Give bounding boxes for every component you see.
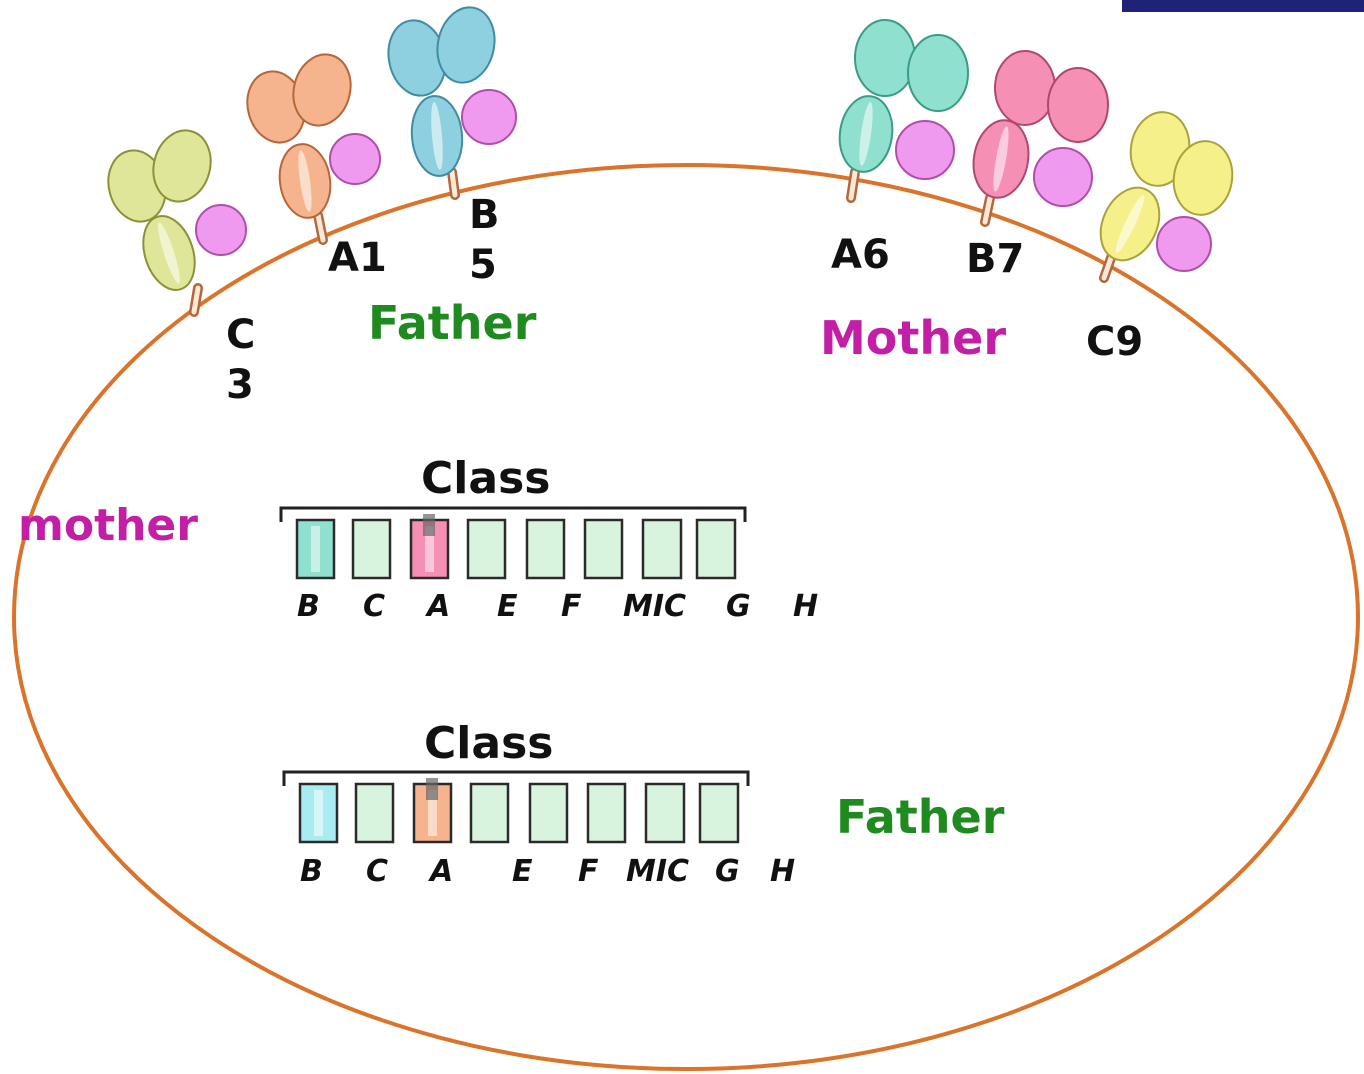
transmembrane-stalk-inner	[449, 169, 458, 198]
gene-label: F	[561, 589, 582, 624]
transmembrane-stalk-inner	[848, 169, 858, 201]
alpha2-domain	[436, 6, 496, 84]
gene-box	[525, 518, 566, 580]
transmembrane-stalk-inner	[191, 285, 201, 315]
gene-boxes	[298, 778, 740, 844]
gene-box	[469, 782, 510, 844]
beta2-microglobulin	[895, 120, 955, 180]
chromosome-mother: Class mother B C A E F MIC G H	[18, 453, 818, 624]
gene-box	[351, 518, 392, 580]
transmembrane-stalk-inner	[982, 195, 993, 225]
beta2-microglobulin	[329, 133, 381, 185]
gene-box	[698, 782, 740, 844]
gene-label: MIC	[626, 854, 689, 889]
father-side-label: Father	[836, 790, 1005, 844]
alpha2-domain	[292, 53, 352, 127]
mhc-molecule-a6	[838, 19, 969, 203]
domain-highlight	[1115, 194, 1145, 254]
mother-label-top: Mother	[820, 311, 1006, 365]
domain-highlight	[158, 222, 180, 284]
corner-bar	[1122, 0, 1364, 12]
domain-highlight	[859, 102, 873, 166]
transmembrane-stalk-inner	[1101, 252, 1115, 281]
gene-label: H	[770, 854, 795, 889]
gene-box	[466, 518, 507, 580]
alpha2-domain	[152, 129, 212, 203]
domain-highlight	[298, 150, 312, 212]
gene-label: B	[297, 589, 320, 624]
gene-box	[644, 782, 686, 844]
gene-box	[695, 518, 737, 580]
gene-label: E	[512, 854, 533, 889]
molecule-label-b5-line2: 5	[469, 242, 497, 288]
gene-box-highlight	[425, 526, 434, 572]
class-bracket	[279, 506, 747, 522]
class-title: Class	[424, 718, 553, 769]
beta2-microglobulin	[195, 204, 247, 256]
beta2-microglobulin	[1033, 147, 1093, 207]
gene-label: MIC	[623, 589, 686, 624]
mhc-molecule-a1	[246, 53, 381, 245]
gene-box-highlight	[428, 790, 437, 836]
gene-box-highlight	[314, 790, 323, 836]
gene-box	[583, 518, 624, 580]
gene-label: A	[428, 854, 453, 889]
gene-label: C	[363, 589, 385, 624]
gene-label: B	[300, 854, 323, 889]
transmembrane-stalk-inner	[315, 212, 326, 243]
gene-label: H	[793, 589, 818, 624]
molecule-label-a6: A6	[831, 232, 890, 278]
gene-marker	[426, 778, 438, 800]
gene-box	[528, 782, 569, 844]
father-label-top: Father	[368, 296, 537, 350]
gene-label: G	[726, 589, 751, 624]
alpha1-domain	[854, 19, 916, 97]
beta2-microglobulin	[461, 89, 517, 145]
mhc-molecule-b5	[387, 6, 517, 200]
class-bracket	[282, 770, 750, 786]
mother-side-label: mother	[18, 500, 198, 551]
molecule-label-b5-line1: B	[469, 192, 500, 238]
cell-membrane	[12, 163, 1360, 1071]
gene-label: E	[497, 589, 518, 624]
molecule-label-c3-line2: 3	[226, 362, 254, 408]
gene-label: G	[715, 854, 740, 889]
domain-highlight	[431, 102, 443, 170]
molecule-label-c9: C9	[1086, 319, 1143, 365]
alpha2-domain	[1172, 140, 1234, 216]
gene-label: A	[425, 589, 450, 624]
gene-label: C	[366, 854, 388, 889]
mhc-molecule-c9	[1099, 111, 1234, 283]
class-title: Class	[421, 453, 550, 504]
gene-box-highlight	[311, 526, 320, 572]
gene-box	[586, 782, 627, 844]
alpha2-domain	[1047, 67, 1109, 143]
molecule-label-a1: A1	[328, 235, 387, 281]
molecule-label-c3-line1: C	[226, 312, 255, 358]
beta2-microglobulin	[1156, 216, 1212, 272]
gene-marker	[423, 514, 435, 536]
molecule-label-b7: B7	[966, 236, 1024, 282]
chromosome-father: Class Father B C A E F MIC G H	[282, 718, 1005, 889]
gene-box	[354, 782, 395, 844]
gene-boxes	[295, 514, 737, 580]
alpha1-domain	[994, 50, 1056, 126]
mhc-molecule-b7	[972, 50, 1109, 227]
gene-box	[641, 518, 683, 580]
mhc-molecule-c3	[107, 129, 247, 317]
alpha2-domain	[907, 34, 969, 112]
domain-highlight	[993, 126, 1009, 192]
gene-label: F	[578, 854, 599, 889]
